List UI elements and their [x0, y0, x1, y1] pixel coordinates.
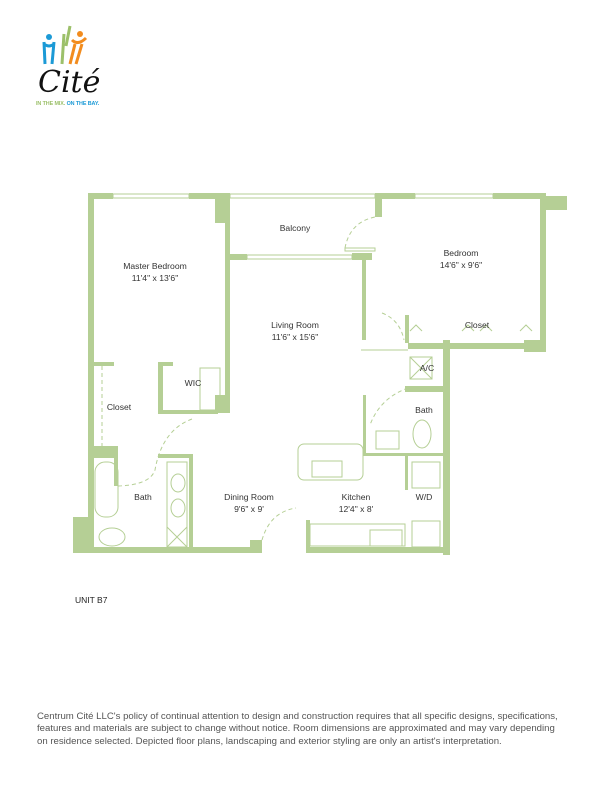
logo-wordmark: Cité	[38, 65, 100, 100]
room-living: Living Room	[271, 320, 319, 330]
room-master-closet: Closet	[107, 402, 132, 412]
tagline-part2: ON THE BAY.	[66, 101, 100, 107]
room-labels: Balcony Master Bedroom 11'4" x 13'6" Liv…	[107, 223, 490, 514]
room-wic: WIC	[185, 378, 202, 388]
room-balcony: Balcony	[280, 223, 311, 233]
room-master-bedroom-dim: 11'4" x 13'6"	[132, 273, 179, 283]
disclaimer-line: on residence selected. Depicted floor pl…	[37, 735, 502, 747]
cite-logo: Cité	[30, 24, 120, 114]
disclaimer: Centrum Cité LLC's policy of continual a…	[37, 711, 582, 748]
room-bedroom-dim: 14'6" x 9'6"	[440, 260, 482, 270]
disclaimer-line: Centrum Cité LLC's policy of continual a…	[37, 711, 558, 722]
unit-label: UNIT B7	[75, 595, 108, 605]
room-dining: Dining Room	[224, 492, 274, 502]
room-ac: A/C	[420, 363, 434, 373]
walls	[73, 193, 567, 555]
room-wd: W/D	[416, 492, 433, 502]
room-master-bath: Bath	[134, 492, 152, 502]
room-living-dim: 11'6" x 15'6"	[272, 332, 319, 342]
room-bedroom-closet: Closet	[465, 320, 490, 330]
room-master-bedroom: Master Bedroom	[123, 261, 187, 271]
room-kitchen-dim: 12'4" x 8'	[339, 504, 374, 514]
room-kitchen: Kitchen	[342, 492, 371, 502]
tagline-part1: IN THE MIX.	[36, 101, 66, 107]
disclaimer-line: features and materials are subject to ch…	[37, 723, 555, 735]
room-dining-dim: 9'6" x 9'	[234, 504, 264, 514]
room-bath-2: Bath	[415, 405, 433, 415]
room-bedroom: Bedroom	[444, 248, 479, 258]
figures-icon	[42, 25, 88, 65]
windows-and-fixtures	[94, 193, 533, 548]
tagline: IN THE MIX. ON THE BAY.	[36, 101, 99, 107]
